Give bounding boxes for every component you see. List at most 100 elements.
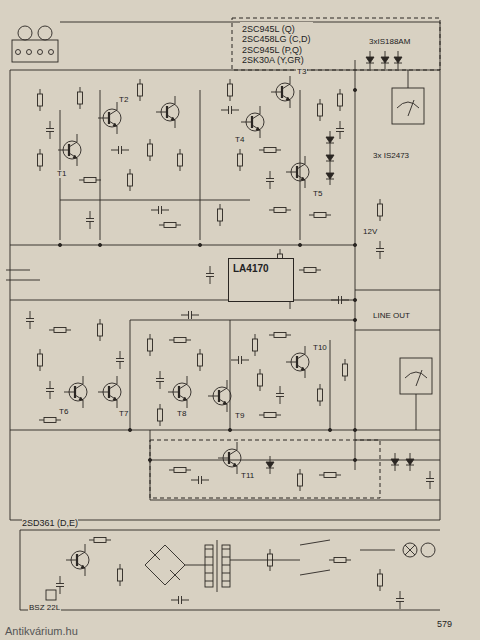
wire	[385, 63, 386, 69]
wire	[297, 156, 305, 169]
wire	[156, 381, 164, 382]
wire	[26, 318, 34, 319]
wire	[169, 470, 174, 471]
part-label: LINE OUT	[372, 312, 411, 320]
wire	[77, 544, 85, 557]
wire	[269, 335, 274, 336]
resistor-symbol	[38, 94, 43, 106]
wire	[398, 63, 399, 69]
wire	[330, 143, 331, 149]
wire	[111, 150, 119, 151]
wire	[86, 221, 94, 222]
wire	[202, 480, 210, 481]
part-label: T8	[176, 410, 187, 418]
wire	[426, 478, 434, 479]
wire	[342, 300, 350, 301]
wire	[405, 545, 415, 555]
wire	[280, 386, 281, 394]
resistor-symbol	[334, 558, 346, 563]
wire	[270, 456, 271, 462]
page-number: 579	[436, 620, 453, 629]
wire	[280, 249, 281, 254]
wire	[205, 581, 213, 582]
junction-dot	[353, 428, 356, 431]
wire	[206, 276, 214, 277]
wire	[169, 340, 174, 341]
wire	[430, 471, 431, 479]
wire	[380, 216, 381, 221]
wire	[380, 586, 381, 591]
resistor-symbol	[274, 208, 286, 213]
resistor-symbol	[164, 223, 176, 228]
junction-dot	[353, 298, 356, 301]
wire	[100, 90, 101, 240]
wire	[229, 461, 237, 474]
wire	[300, 90, 301, 240]
wire	[69, 153, 77, 166]
diode-symbol	[391, 459, 399, 465]
wire	[300, 486, 301, 491]
wire	[220, 204, 221, 209]
resistor-symbol	[84, 178, 96, 183]
wire	[336, 128, 344, 129]
resistor-symbol	[338, 94, 343, 106]
wire	[130, 320, 131, 430]
wire	[255, 351, 256, 356]
wire	[90, 211, 91, 219]
wire	[241, 122, 252, 123]
resistor-symbol	[98, 324, 103, 336]
wire	[50, 132, 51, 140]
wire	[230, 320, 231, 430]
wire	[191, 311, 192, 319]
wire	[56, 586, 64, 587]
resistor-symbol	[128, 174, 133, 186]
part-label: T9	[234, 412, 245, 420]
wire	[385, 51, 386, 57]
resistor-symbol	[218, 209, 223, 221]
wire	[205, 557, 213, 558]
wire	[340, 106, 341, 111]
wire	[346, 560, 351, 561]
zener-diode	[46, 590, 56, 600]
wire	[185, 565, 205, 566]
watermark: Antikvárium.hu	[4, 626, 79, 637]
resistor-symbol	[78, 92, 83, 104]
wire	[230, 96, 231, 101]
wire	[206, 273, 214, 274]
wire	[26, 321, 34, 322]
wire	[191, 480, 199, 481]
resistor-symbol	[198, 354, 203, 366]
wire	[252, 106, 260, 119]
wire	[210, 277, 211, 285]
wire	[286, 210, 291, 211]
wire	[208, 396, 219, 397]
wire	[186, 340, 191, 341]
wire	[331, 300, 339, 301]
ic-box: LA4170	[228, 258, 294, 302]
wire	[221, 110, 229, 111]
resistor-symbol	[304, 268, 316, 273]
junction-dot	[298, 243, 301, 246]
wire	[50, 392, 51, 400]
wire	[280, 397, 281, 405]
wire	[396, 598, 404, 599]
wire	[20, 610, 440, 611]
wire	[46, 388, 54, 389]
wire	[150, 550, 160, 560]
wire	[20, 530, 440, 531]
resistor-symbol	[174, 468, 186, 473]
resistor-symbol	[318, 104, 323, 116]
wire	[6, 280, 40, 281]
wire	[320, 384, 321, 389]
wire	[320, 116, 321, 121]
resistor-symbol	[314, 213, 326, 218]
wire	[40, 166, 41, 171]
resistor-symbol	[158, 409, 163, 421]
wire	[170, 570, 180, 580]
wire	[376, 248, 384, 249]
junction-dot	[353, 458, 356, 461]
wire	[330, 340, 331, 430]
wire	[77, 563, 85, 576]
wire	[380, 241, 381, 249]
type-list: 2SC945L (Q)2SC458LG (C,D)2SC945L (P,Q)2S…	[240, 22, 313, 67]
